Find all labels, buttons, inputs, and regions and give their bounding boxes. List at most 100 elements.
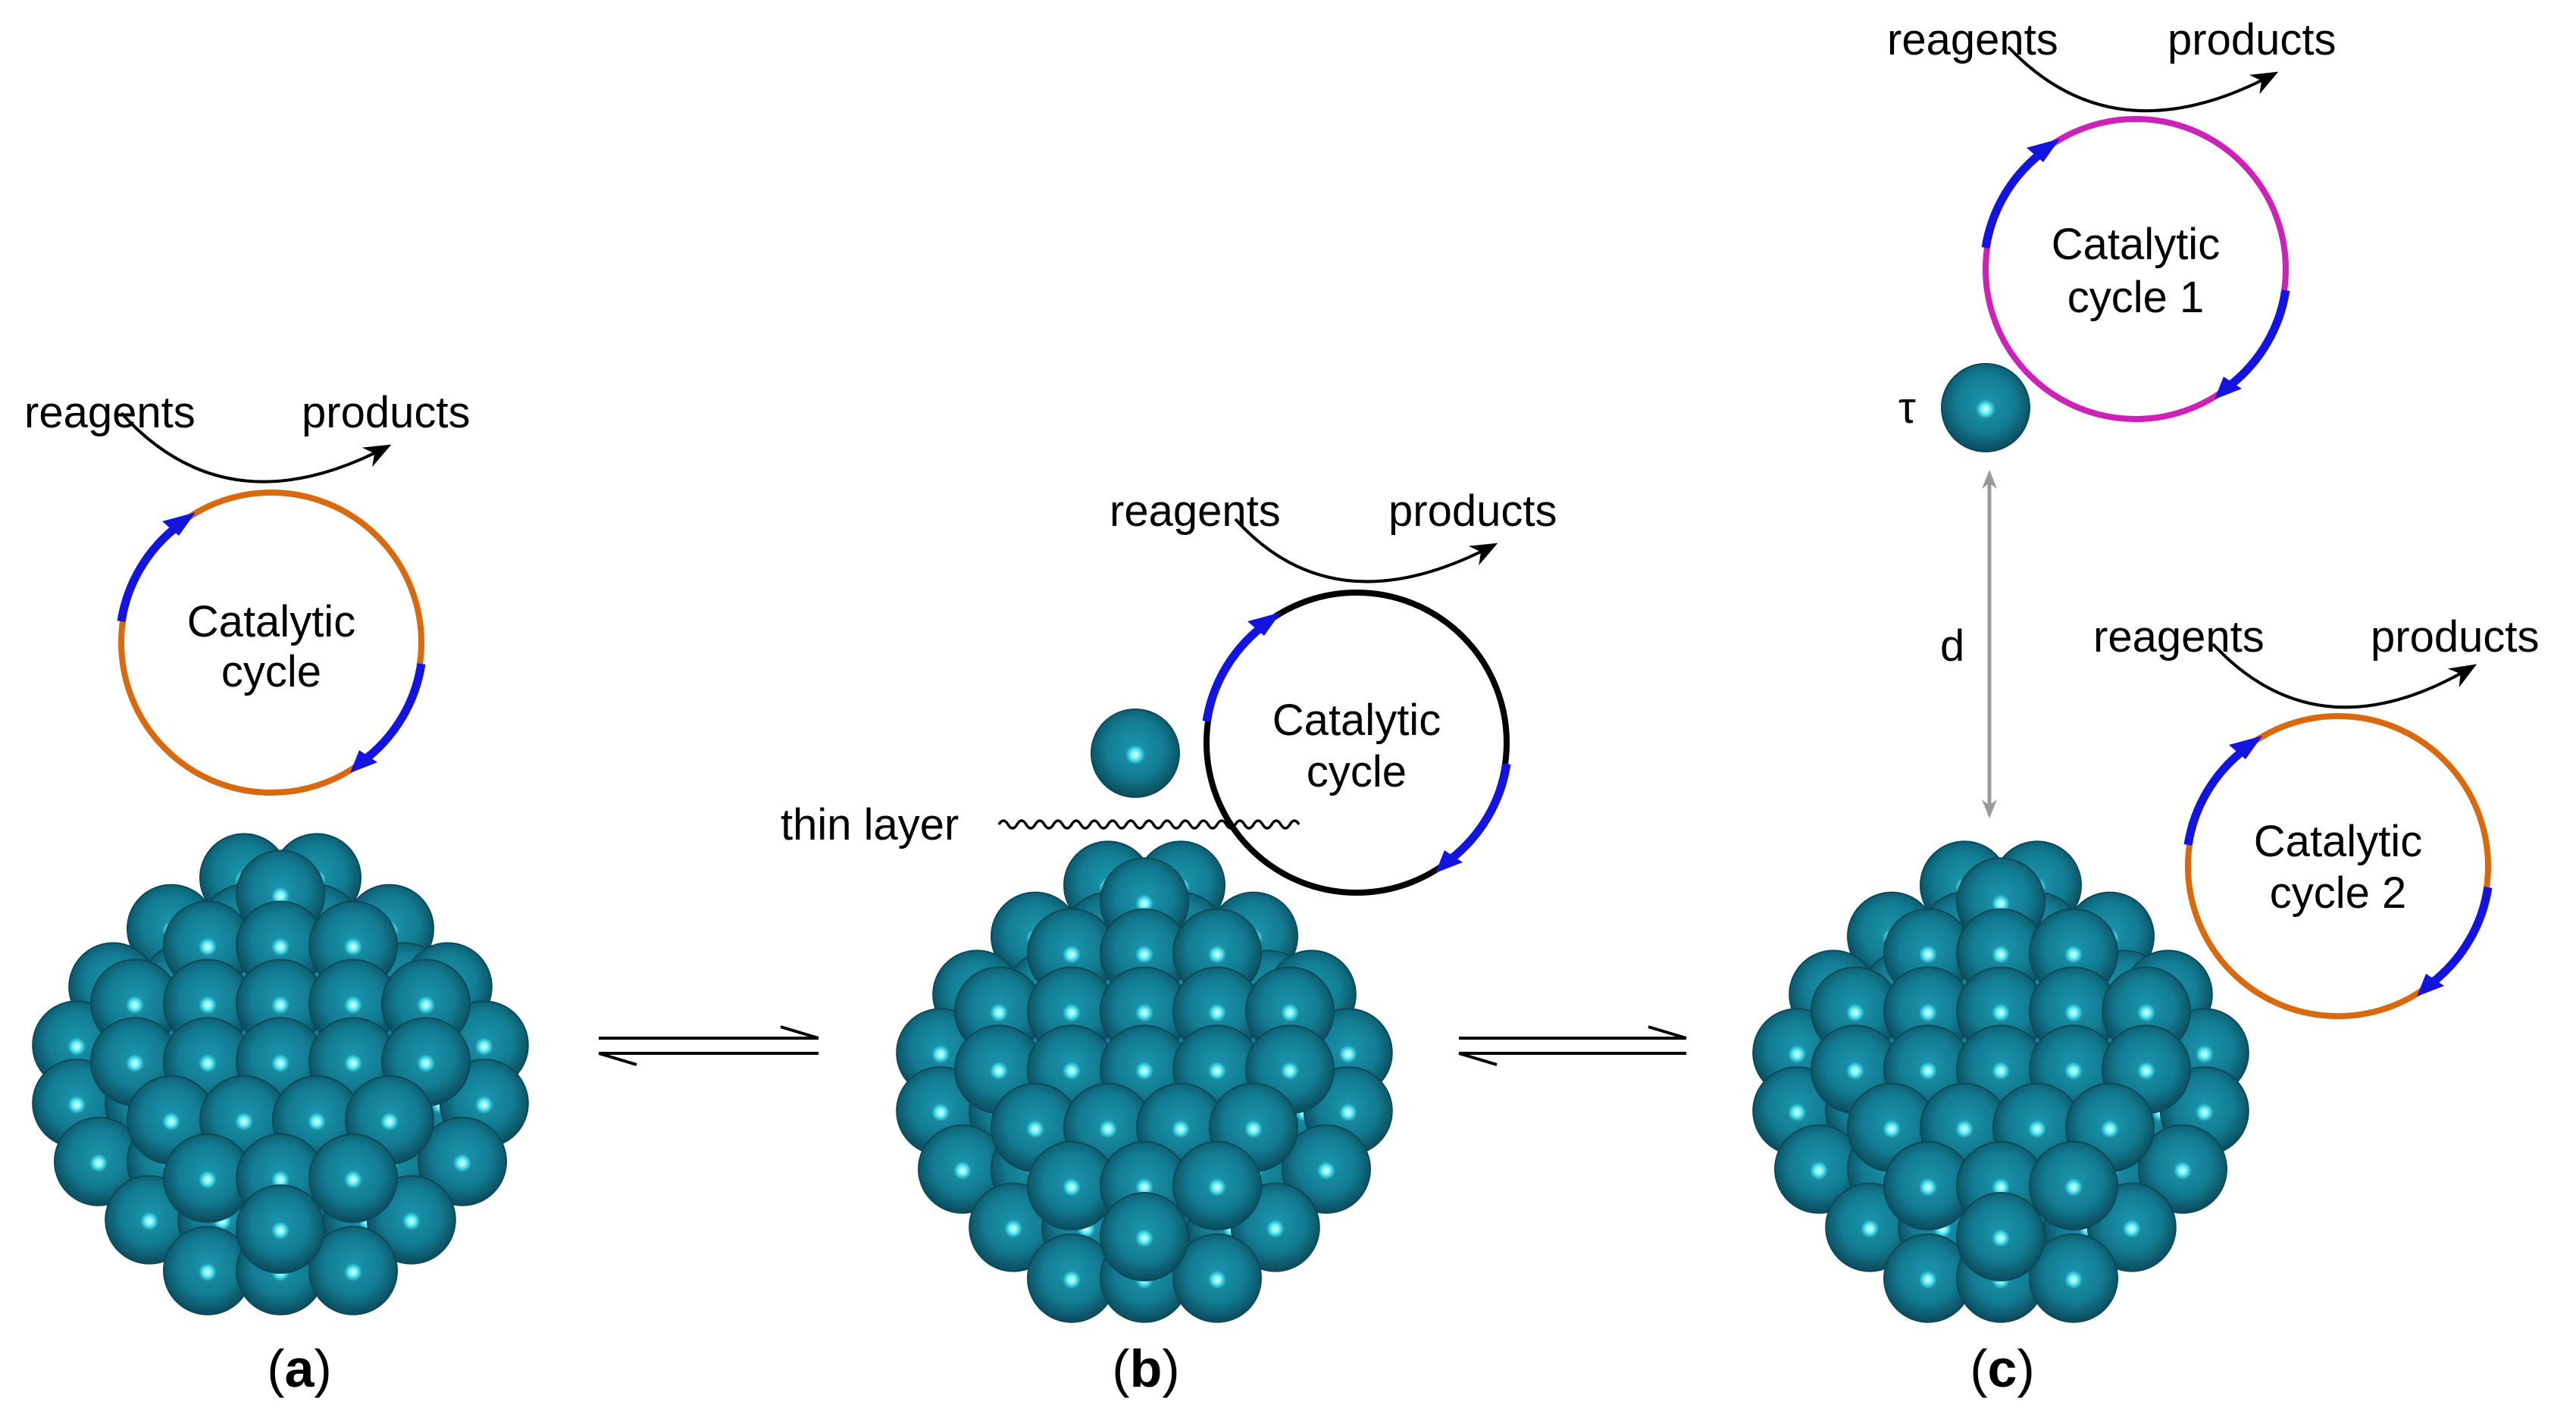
cluster-sphere-32-highlight (1861, 1219, 1880, 1238)
cluster-sphere-61-highlight (1135, 1229, 1153, 1247)
cluster-sphere-56-highlight (1172, 1120, 1190, 1138)
reagents-label-a: reagents (24, 388, 196, 437)
cluster-sphere-32-highlight (1004, 1219, 1023, 1238)
single-atom-b (1091, 709, 1180, 798)
catalytic-cycle-c2: Catalytic cycle 2 (2183, 713, 2493, 1019)
cluster-sphere-26-highlight (89, 1153, 108, 1172)
cluster-sphere-55-highlight (235, 1112, 253, 1131)
cycle-label-b-line1: Catalytic (1272, 696, 1441, 745)
cluster-sphere-46-highlight (271, 996, 290, 1015)
cycle-ring-b (1203, 590, 1510, 896)
catalytic-cycle-a: Catalytic cycle (117, 490, 426, 796)
cluster-sphere-36-highlight (1266, 1219, 1285, 1238)
cluster-sphere-19-highlight (67, 1096, 86, 1114)
cluster-sphere-31-highlight (1317, 1161, 1335, 1180)
cycle-label-b-line2: cycle (1307, 747, 1407, 796)
cluster-sphere-61-highlight (271, 1222, 290, 1240)
reagents-label-b: reagents (1110, 486, 1281, 536)
equilibrium-arrows-ab (598, 1025, 819, 1066)
blue-arrow-a-left (117, 521, 182, 622)
cluster-sphere-57-highlight (380, 1112, 399, 1131)
cluster-sphere-53-highlight (1281, 1062, 1299, 1081)
cluster-sphere-49-highlight (126, 1054, 144, 1073)
cluster-sphere-18-highlight (2195, 1045, 2214, 1064)
cluster-sphere-52-highlight (344, 1054, 362, 1073)
cluster-sphere-49-highlight (1846, 1062, 1864, 1081)
cluster-sphere-31-highlight (453, 1153, 471, 1172)
cluster-sphere-60-highlight (344, 1170, 362, 1189)
cluster-sphere-46-highlight (1135, 1003, 1153, 1022)
blue-arrow-b-left (1202, 621, 1267, 722)
cycle-label-c1-line2: cycle 1 (2067, 273, 2205, 322)
cluster-sphere-36-highlight (2122, 1219, 2141, 1238)
blue-arrow-c2-left (2183, 745, 2249, 846)
cluster-sphere-59-highlight (1992, 1178, 2010, 1197)
cluster-sphere-50-highlight (199, 1054, 217, 1073)
cluster-sphere-50-highlight (1063, 1062, 1081, 1081)
cluster-sphere-53-highlight (2137, 1062, 2155, 1081)
cluster-sphere-47-highlight (344, 996, 362, 1015)
cycle-ring-c2 (2185, 713, 2491, 1019)
thin-layer-label: thin layer (781, 800, 959, 849)
cluster-sphere-57-highlight (1244, 1120, 1263, 1138)
cycle-ring-c1 (1983, 116, 2289, 422)
cluster-sphere-45-highlight (1919, 1003, 1937, 1022)
catalytic-cycle-b: Catalytic cycle (1202, 590, 1511, 896)
blue-arrowhead-c1-right (2214, 377, 2242, 399)
cluster-sphere-26-highlight (953, 1161, 972, 1180)
panel-label-b: (b) (1112, 1339, 1179, 1398)
reaction-arrow-c1 (2007, 45, 2279, 113)
distance-label: d (1940, 621, 1964, 671)
blue-arrow-c1-right (2227, 289, 2290, 389)
cluster-sphere-42-highlight (1135, 945, 1153, 964)
cluster-sphere-37-highlight (199, 1262, 217, 1281)
cluster-sphere-40-highlight (271, 887, 290, 906)
cluster-sphere-48-highlight (1281, 1003, 1299, 1022)
cluster-sphere-40-highlight (1992, 894, 2010, 913)
products-label-b: products (1388, 486, 1557, 536)
reaction-arrow-a (120, 411, 392, 483)
cluster-sphere-44-highlight (1846, 1003, 1864, 1022)
cluster-sphere-26-highlight (1810, 1161, 1828, 1180)
cycle-label-a-line2: cycle (221, 647, 321, 696)
cluster-sphere-18-highlight (1338, 1045, 1357, 1064)
cluster-sphere-53-highlight (417, 1054, 435, 1073)
nanoparticle-cluster-a (32, 833, 529, 1315)
cycle-label-c2-line2: cycle 2 (2270, 868, 2407, 918)
cluster-sphere-48-highlight (417, 996, 435, 1015)
cluster-sphere-12-highlight (931, 1045, 950, 1064)
cluster-sphere-52-highlight (1208, 1062, 1226, 1081)
cluster-sphere-51-highlight (1135, 1062, 1153, 1081)
cluster-sphere-43-highlight (344, 937, 362, 956)
panel-a: Catalytic cycle reagents products (a) (24, 388, 529, 1398)
reagents-label-c1: reagents (1887, 15, 2058, 64)
cluster-sphere-19-highlight (1788, 1103, 1807, 1122)
products-label-c1: products (2168, 15, 2336, 64)
cluster-sphere-45-highlight (1063, 1003, 1081, 1022)
products-label-c2: products (2371, 612, 2539, 662)
blue-arrow-a-right (362, 663, 426, 763)
cluster-sphere-39-highlight (344, 1262, 362, 1281)
panel-label-c: (c) (1970, 1339, 2035, 1398)
cluster-sphere-19-highlight (931, 1103, 950, 1122)
blue-arrow-c1-left (1981, 148, 2046, 249)
cluster-sphere-45-highlight (199, 996, 217, 1015)
panel-label-a: (a) (267, 1339, 332, 1398)
cluster-sphere-61-highlight (1992, 1229, 2010, 1247)
panel-c: τ d Catalytic cycle 1 reagents products … (1752, 15, 2539, 1398)
cluster-sphere-42-highlight (271, 937, 290, 956)
cluster-sphere-54-highlight (1026, 1120, 1044, 1138)
blue-arrow-c2-right (2429, 887, 2493, 987)
cluster-sphere-48-highlight (2137, 1003, 2155, 1022)
cluster-sphere-25-highlight (1338, 1103, 1357, 1122)
cluster-sphere-60-highlight (1208, 1178, 1226, 1197)
blue-arrowhead-a-left (162, 512, 196, 536)
cluster-sphere-37-highlight (1063, 1270, 1081, 1289)
cluster-sphere-47-highlight (2064, 1003, 2083, 1022)
cluster-sphere-54-highlight (1883, 1120, 1901, 1138)
tau-label: τ (1898, 383, 1916, 433)
cluster-sphere-49-highlight (990, 1062, 1008, 1081)
blue-arrowhead-b-left (1247, 612, 1281, 636)
cluster-sphere-39-highlight (2064, 1270, 2083, 1289)
